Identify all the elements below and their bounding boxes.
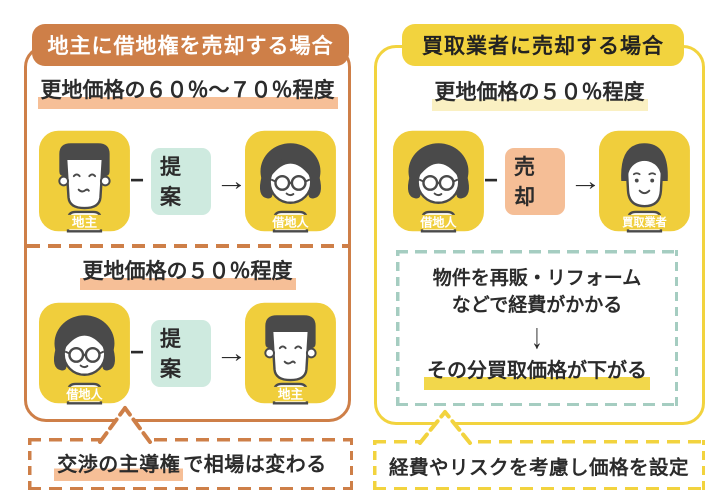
- actor-row-landowner-to-tenant: 地主 − 提案 → 借地人: [39, 129, 337, 233]
- price-note-50-left: 更地価格の５０％程度: [27, 259, 348, 291]
- arrow-tail-dash: −: [129, 339, 144, 366]
- expense-note-line1: 物件を再販・リフォーム: [432, 268, 642, 290]
- action-pill-sale: 売却: [504, 147, 566, 215]
- tenant-woman-icon: 借地人: [245, 130, 337, 233]
- actor-row-tenant-to-buyer: 借地人 − 売却 → 買取業者: [393, 129, 691, 233]
- price-note-50-left-text: 更地価格の５０％程度: [79, 259, 296, 291]
- arrow-tail-dash: −: [129, 167, 144, 194]
- down-arrow-icon: ↓: [531, 315, 543, 356]
- right-panel-sell-to-buyer: 更地価格の５０％程度 借地人 − 売: [374, 45, 705, 425]
- tenant-woman-icon: 借地人: [393, 130, 484, 233]
- tenant-label: 借地人: [271, 214, 309, 229]
- sale-arrow-group: − 売却 →: [483, 147, 602, 215]
- right-arrow-icon: →: [569, 165, 602, 196]
- arrow-tail-dash: −: [483, 167, 498, 194]
- proposal-arrow-group-1: − 提案 →: [129, 147, 248, 215]
- actor-row-tenant-to-landowner: 借地人 − 提案 → 地主: [39, 301, 337, 405]
- right-arrow-icon: →: [215, 165, 248, 196]
- expense-note-box: 物件を再販・リフォーム などで経費がかかる ↓ その分買取価格が下がる: [396, 250, 678, 406]
- price-note-60-70-text: 更地価格の６０％〜７０％程度: [37, 78, 338, 110]
- right-callout-text: 経費やリスクを考慮し価格を設定: [388, 456, 689, 479]
- panel-divider: [27, 244, 348, 248]
- price-note-60-70: 更地価格の６０％〜７０％程度: [27, 78, 348, 110]
- buyer-company-man-icon: 買取業者: [599, 130, 691, 233]
- landowner-man-icon: 地主: [39, 130, 130, 233]
- expense-note-result: その分買取価格が下がる: [424, 356, 650, 390]
- tenant-label: 借地人: [419, 214, 457, 229]
- tenant-label: 借地人: [65, 386, 103, 401]
- right-arrow-icon: →: [215, 337, 248, 368]
- landowner-label: 地主: [72, 214, 98, 229]
- landowner-man-icon: 地主: [245, 302, 337, 405]
- expense-note-line2: などで経費がかかる: [451, 295, 623, 316]
- right-panel-title: 買取業者に売却する場合: [402, 24, 684, 66]
- proposal-arrow-group-2: − 提案 →: [129, 319, 248, 387]
- tenant-woman-icon: 借地人: [39, 302, 130, 405]
- left-callout-pointer: [98, 406, 152, 444]
- left-callout-highlighted: 交渉の主導権: [54, 447, 184, 481]
- left-callout-rest: で相場は変わる: [183, 453, 327, 476]
- buyer-company-label: 買取業者: [622, 215, 666, 229]
- landowner-label: 地主: [278, 386, 304, 401]
- right-callout-pointer: [418, 410, 472, 445]
- price-note-50-right-text: 更地価格の５０％程度: [431, 80, 648, 112]
- left-callout-note: 交渉の主導権で相場は変わる: [28, 438, 353, 490]
- right-callout-note: 経費やリスクを考慮し価格を設定: [373, 440, 705, 490]
- left-panel-title: 地主に借地権を売却する場合: [32, 24, 349, 66]
- left-panel-sell-to-landowner: 更地価格の６０％〜７０％程度 地主 − 提案 →: [24, 45, 351, 422]
- price-note-50-right: 更地価格の５０％程度: [377, 80, 702, 112]
- action-pill-proposal-2: 提案: [150, 319, 212, 387]
- action-pill-proposal-1: 提案: [150, 147, 212, 215]
